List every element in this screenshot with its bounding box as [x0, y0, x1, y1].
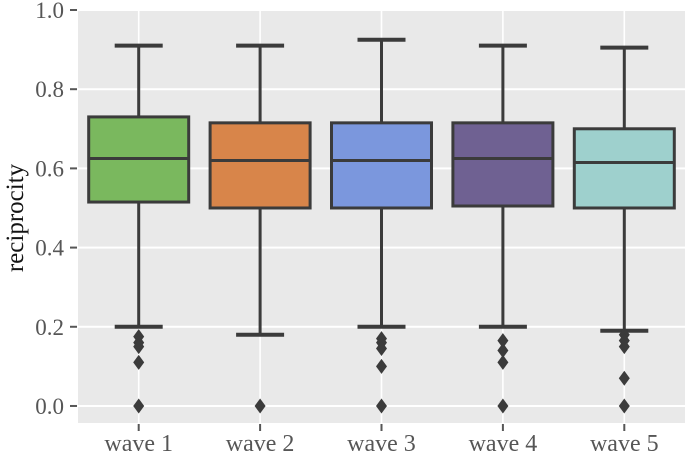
x-tick-label: wave 3 — [347, 431, 416, 457]
y-tick-label: 0.6 — [35, 156, 64, 181]
outlier-diamond — [497, 343, 509, 359]
iqr-box — [208, 121, 312, 210]
iqr-box — [330, 121, 433, 210]
x-tick-label: wave 2 — [226, 431, 295, 457]
iqr-box — [451, 121, 555, 208]
outlier-diamond — [376, 398, 387, 414]
outlier-diamond — [497, 333, 509, 349]
box-wave-5 — [572, 45, 676, 414]
box-wave-1 — [87, 43, 191, 414]
outlier-diamond — [376, 341, 387, 357]
outlier-diamond — [133, 354, 145, 370]
outlier-diamond — [497, 398, 509, 414]
x-tick-label: wave 1 — [104, 431, 173, 457]
outlier-diamond — [254, 398, 266, 414]
y-tick-label: 0.4 — [35, 236, 64, 261]
outlier-diamond — [618, 398, 630, 414]
y-tick-label: 1.0 — [35, 0, 64, 23]
box-wave-3 — [330, 37, 433, 414]
outlier-diamond — [618, 339, 630, 355]
outlier-diamond — [618, 370, 630, 386]
y-tick-label: 0.0 — [35, 394, 64, 419]
x-tick-label: wave 4 — [469, 431, 538, 457]
outlier-diamond — [497, 354, 509, 370]
box-wave-2 — [208, 43, 312, 414]
outlier-diamond — [376, 358, 387, 374]
box-wave-4 — [451, 43, 555, 414]
x-tick-label: wave 5 — [590, 431, 659, 457]
y-tick-label: 0.8 — [35, 77, 64, 102]
y-axis-label: reciprocity — [2, 163, 29, 273]
outlier-diamond — [133, 398, 145, 414]
outlier-diamond — [133, 339, 145, 355]
iqr-box — [572, 127, 676, 210]
y-tick-label: 0.2 — [35, 315, 64, 340]
